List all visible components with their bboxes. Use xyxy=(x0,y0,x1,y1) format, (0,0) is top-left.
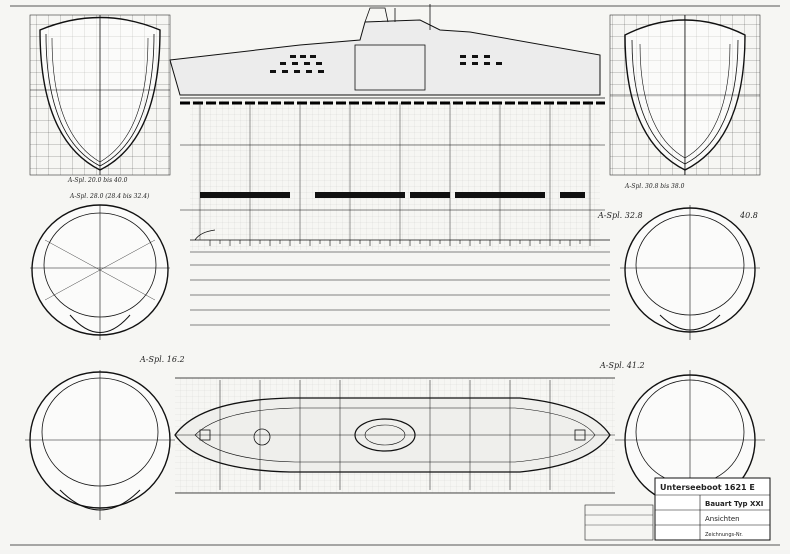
section-top-left: A-Spl. 20.0 bis 40.0 xyxy=(29,14,171,184)
revision-table xyxy=(584,504,654,541)
section-mid-right-label-a: A-Spl. 30.8 bis 38.0 xyxy=(624,183,685,190)
title-block-line2: Bauart Typ XXI xyxy=(705,500,763,508)
ballast-tanks-row xyxy=(200,192,585,198)
deck-plan xyxy=(174,377,615,494)
section-low-left-label: A-Spl. 16.2 xyxy=(139,355,185,364)
section-top-left-label: A-Spl. 20.0 bis 40.0 xyxy=(67,177,128,184)
section-low-right-label: A-Spl. 41.2 xyxy=(599,361,645,370)
tower-portholes xyxy=(270,55,502,73)
section-mid-right-label-b: A-Spl. 32.8 xyxy=(597,211,643,220)
section-mid-left: A-Spl. 28.0 (28.4 bis 32.4) xyxy=(30,193,170,340)
section-mid-right: A-Spl. 30.8 bis 38.0 A-Spl. 32.8 40.8 xyxy=(597,183,760,340)
side-elevation xyxy=(169,4,605,250)
section-low-left: A-Spl. 16.2 xyxy=(25,355,185,520)
section-mid-right-label-c: 40.8 xyxy=(739,211,758,220)
title-block: Unterseeboot 1621 E Bauart Typ XXI Ansic… xyxy=(654,477,771,541)
title-block-small: Zeichnungs-Nr. xyxy=(705,532,743,538)
sheet-frame xyxy=(10,5,780,546)
middle-ruler xyxy=(190,229,610,326)
section-mid-left-label: A-Spl. 28.0 (28.4 bis 32.4) xyxy=(69,193,150,200)
section-top-right xyxy=(609,14,761,176)
title-block-line3: Ansichten xyxy=(705,515,740,523)
title-block-line1: Unterseeboot 1621 E xyxy=(660,483,755,492)
